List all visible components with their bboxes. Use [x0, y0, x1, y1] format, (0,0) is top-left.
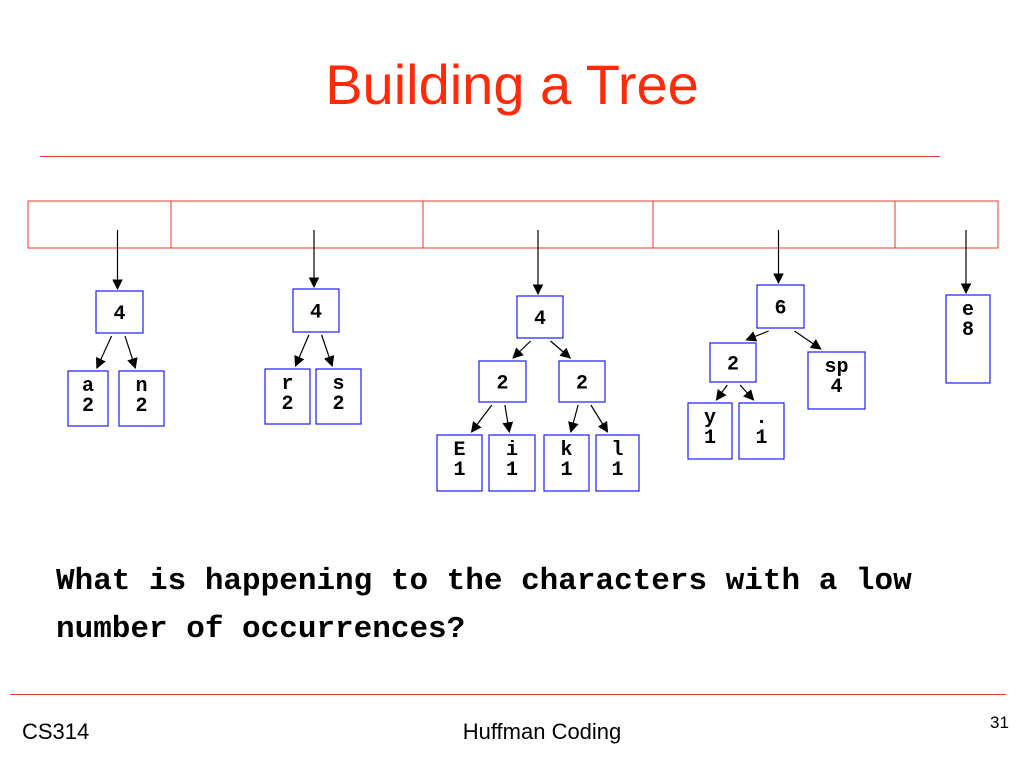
- tree-node: [118, 370, 165, 427]
- tree-node-label: .1: [755, 407, 767, 450]
- question-text: What is happening to the characters with…: [56, 564, 912, 647]
- footer-divider: [10, 694, 1006, 695]
- queue-slot: [27, 200, 172, 249]
- tree-edge-arrow: [96, 335, 113, 369]
- title-divider: [40, 156, 940, 157]
- footer-topic: Huffman Coding: [462, 719, 622, 744]
- tree-edge-arrow: [568, 404, 579, 434]
- tree-edge-arrow: [470, 404, 493, 433]
- tree-node: [738, 402, 785, 460]
- tree-edge-arrow: [739, 384, 755, 401]
- tree-node: [807, 351, 866, 410]
- tree-node-label: 4: [310, 302, 322, 325]
- tree-node-label: 6: [774, 298, 786, 321]
- tree-edge-arrow: [502, 404, 514, 434]
- tree-node: [315, 368, 362, 425]
- tree-node: [436, 434, 483, 492]
- tree-node: [709, 342, 757, 383]
- tree-node-label: 2: [727, 354, 739, 377]
- tree-node-label: 4: [113, 303, 125, 326]
- tree-edge-arrow: [794, 330, 822, 350]
- tree-node: [488, 434, 536, 492]
- tree-node: [478, 360, 527, 403]
- page-number: 31: [990, 713, 1009, 732]
- tree-node: [687, 402, 733, 460]
- tree-node: [95, 290, 144, 334]
- queue-slot: [894, 200, 999, 249]
- tree-node-label: 2: [496, 373, 508, 396]
- tree-edge-arrow: [124, 335, 138, 370]
- tree-edge-arrow: [512, 340, 532, 359]
- tree-node: [756, 284, 805, 329]
- tree-edge-arrow: [550, 340, 572, 359]
- tree-node: [558, 360, 606, 403]
- tree-node: [67, 370, 109, 427]
- tree-edge-arrow: [745, 330, 769, 342]
- tree-edge-arrow: [321, 334, 335, 368]
- queue-slot: [652, 200, 896, 249]
- tree-node-label: 2: [576, 373, 588, 396]
- tree-node: [595, 434, 640, 492]
- slide-title: Building a Tree: [325, 53, 699, 116]
- tree-node: [264, 368, 311, 425]
- queue-slot: [170, 200, 424, 249]
- footer-course: CS314: [22, 719, 90, 744]
- tree-node: [516, 295, 564, 339]
- tree-node: [543, 434, 590, 492]
- tree-node: [945, 294, 991, 384]
- tree-edge-arrow: [590, 404, 609, 433]
- tree-node-label: 4: [534, 308, 546, 331]
- tree-edge-arrow: [715, 384, 728, 401]
- tree-edge-arrow: [294, 334, 310, 367]
- tree-node: [292, 288, 340, 333]
